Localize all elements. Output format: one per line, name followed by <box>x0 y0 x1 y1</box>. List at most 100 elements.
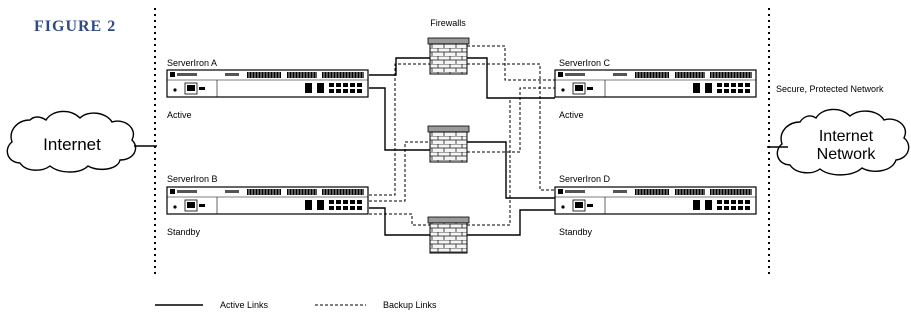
port-strip <box>675 72 705 78</box>
figure-label: FIGURE 2 <box>34 18 116 35</box>
ethernet-port-icon <box>329 89 334 93</box>
reset-button-icon <box>199 87 205 90</box>
ethernet-port-icon <box>731 89 736 93</box>
ethernet-port-icon <box>350 200 355 204</box>
model-text-bar <box>225 73 239 76</box>
module-port-icon <box>705 83 712 93</box>
brand-logo-icon <box>170 189 175 194</box>
ethernet-port-icon <box>745 200 750 204</box>
module-port-icon <box>317 83 324 93</box>
serveriron-b-status: Standby <box>167 227 201 237</box>
backup-link <box>467 87 555 153</box>
active-link <box>369 57 430 76</box>
backup-link <box>369 63 430 196</box>
serveriron-group <box>166 69 757 215</box>
power-led-icon <box>561 205 565 209</box>
ethernet-port-icon <box>745 89 750 93</box>
serveriron-b <box>166 186 369 215</box>
module-port-icon <box>317 200 324 210</box>
port-strip <box>287 72 317 78</box>
port-strip <box>322 72 364 78</box>
ethernet-port-icon <box>357 89 362 93</box>
backup-link <box>467 97 555 226</box>
serveriron-c-status: Active <box>559 110 584 120</box>
ethernet-port-icon <box>724 206 729 210</box>
ethernet-port-icon <box>731 200 736 204</box>
port-strip <box>710 72 752 78</box>
internal-network-label-line2: Network <box>817 146 877 163</box>
firewalls-label: Firewalls <box>430 18 466 28</box>
port-strip <box>287 189 317 195</box>
firewall-middle <box>427 125 470 163</box>
ethernet-port-icon <box>717 89 722 93</box>
module-port-icon <box>305 200 312 210</box>
firewall-cap <box>427 216 470 224</box>
module-port-icon <box>705 200 712 210</box>
firewall-top <box>427 37 470 75</box>
serveriron-c-name: ServerIron C <box>559 58 611 68</box>
ethernet-port-icon <box>350 83 355 87</box>
port-strip <box>675 189 705 195</box>
brand-text-bar <box>177 73 197 76</box>
firewall-group <box>427 37 470 254</box>
ethernet-port-icon <box>329 206 334 210</box>
active-link <box>467 141 555 199</box>
firewall-brick-wall <box>429 222 468 254</box>
serveriron-d-name: ServerIron D <box>559 174 611 184</box>
ethernet-port-icon <box>724 83 729 87</box>
ethernet-port-icon <box>343 83 348 87</box>
ethernet-port-icon <box>731 206 736 210</box>
backup-link <box>369 213 430 226</box>
brand-logo-icon <box>558 189 563 194</box>
reset-button-icon <box>199 204 205 207</box>
firewall-bottom <box>427 216 470 254</box>
ethernet-port-icon <box>343 200 348 204</box>
ethernet-port-icon <box>329 200 334 204</box>
ethernet-port-icon <box>717 83 722 87</box>
connection-links <box>369 45 555 236</box>
legend-backup-label: Backup Links <box>383 300 437 310</box>
console-port-inner <box>575 85 583 91</box>
reset-button-icon <box>587 87 593 90</box>
ethernet-port-icon <box>336 206 341 210</box>
model-text-bar <box>613 73 627 76</box>
ethernet-port-icon <box>329 83 334 87</box>
serveriron-a-name: ServerIron A <box>167 58 217 68</box>
ethernet-port-icon <box>357 206 362 210</box>
module-port-icon <box>693 200 700 210</box>
power-led-icon <box>173 88 177 92</box>
brand-text-bar <box>177 190 197 193</box>
internet-cloud: Internet <box>6 110 137 173</box>
active-link <box>369 207 430 236</box>
active-link <box>467 57 555 99</box>
console-port-inner <box>187 85 195 91</box>
secure-network-label: Secure, Protected Network <box>776 84 884 94</box>
reset-button-icon <box>587 204 593 207</box>
ethernet-port-icon <box>350 89 355 93</box>
serveriron-c <box>554 69 757 98</box>
ethernet-port-icon <box>717 200 722 204</box>
ethernet-port-icon <box>336 89 341 93</box>
ethernet-port-icon <box>724 200 729 204</box>
console-port-inner <box>187 202 195 208</box>
firewall-brick-wall <box>429 131 468 163</box>
ethernet-port-icon <box>336 200 341 204</box>
serveriron-b-name: ServerIron B <box>167 174 218 184</box>
firewall-cap <box>427 125 470 133</box>
ethernet-port-icon <box>745 83 750 87</box>
brand-logo-icon <box>558 72 563 77</box>
ethernet-port-icon <box>357 83 362 87</box>
module-port-icon <box>305 83 312 93</box>
serveriron-d-status: Standby <box>559 227 593 237</box>
backup-link <box>369 141 430 202</box>
brand-text-bar <box>565 73 585 76</box>
serveriron-a <box>166 69 369 98</box>
backup-link <box>467 45 555 81</box>
ethernet-port-icon <box>350 206 355 210</box>
ethernet-port-icon <box>343 206 348 210</box>
firewall-cap <box>427 37 470 45</box>
port-strip <box>710 189 752 195</box>
port-strip <box>322 189 364 195</box>
active-link <box>369 87 430 151</box>
